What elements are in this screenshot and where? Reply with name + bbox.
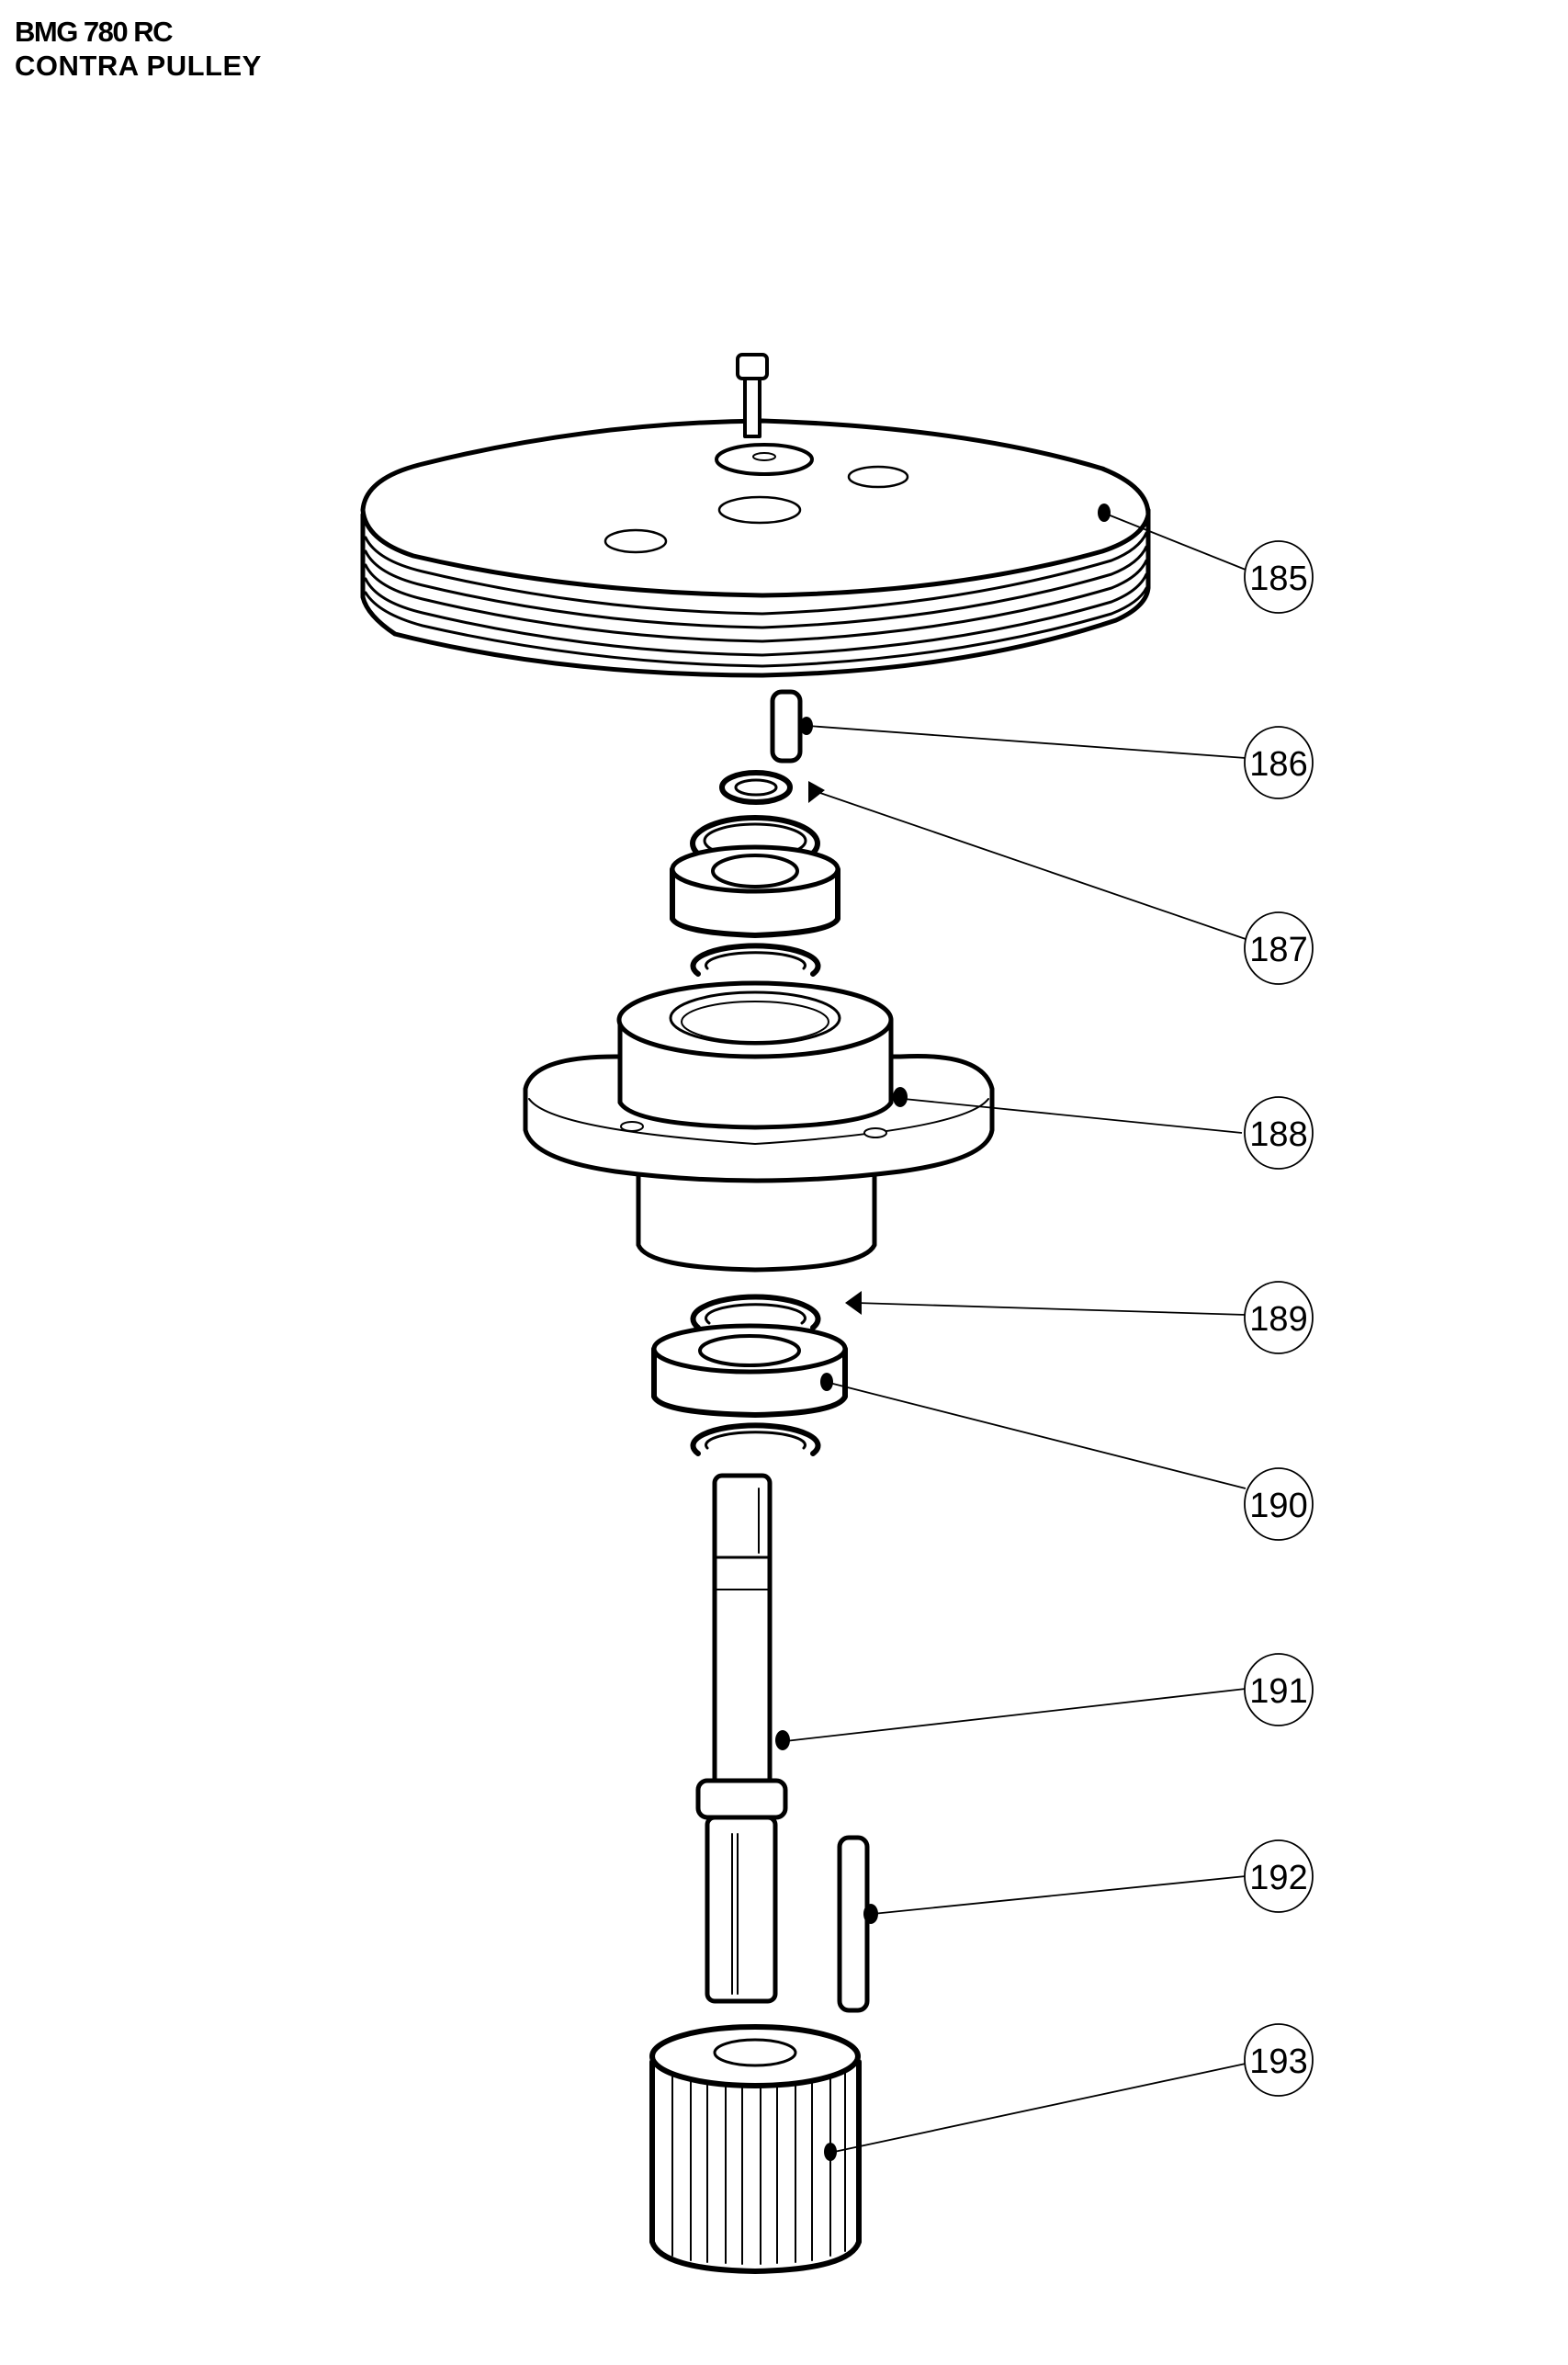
bearing-190	[651, 1323, 848, 1418]
key-192	[837, 1835, 870, 2013]
assembly-label: CONTRA PULLEY	[15, 50, 262, 83]
circlip-lower	[690, 1422, 821, 1456]
leader-lines	[784, 514, 1247, 2153]
svg-text:193: 193	[1249, 2042, 1307, 2081]
callout-190[interactable]: 190	[1244, 1467, 1314, 1541]
model-label: BMG 780 RC	[15, 16, 174, 48]
diagram-title: BMG 780 RC CONTRA PULLEY	[15, 15, 262, 83]
housing-188	[523, 980, 995, 1273]
circlip-189	[690, 1294, 821, 1330]
toothed-pulley-193	[649, 2024, 862, 2274]
pulley-185	[360, 353, 1151, 678]
callout-188[interactable]: 188	[1244, 1096, 1314, 1170]
svg-text:187: 187	[1249, 931, 1307, 969]
callout-186[interactable]: 186	[1244, 726, 1314, 799]
svg-text:191: 191	[1249, 1672, 1307, 1711]
leader-anchors	[775, 504, 1111, 2161]
svg-text:190: 190	[1249, 1487, 1307, 1525]
ring-187	[719, 770, 793, 805]
svg-text:186: 186	[1249, 745, 1307, 784]
svg-text:192: 192	[1249, 1859, 1307, 1897]
callout-187[interactable]: 187	[1244, 911, 1314, 985]
callout-192[interactable]: 192	[1244, 1839, 1314, 1913]
circlip-2	[690, 943, 821, 977]
callout-191[interactable]: 191	[1244, 1653, 1314, 1726]
shaft-191	[695, 1473, 788, 2004]
callout-193[interactable]: 193	[1244, 2023, 1314, 2097]
svg-text:189: 189	[1249, 1300, 1307, 1339]
callout-189[interactable]: 189	[1244, 1281, 1314, 1354]
upper-bearing	[670, 844, 840, 938]
svg-text:185: 185	[1249, 560, 1307, 598]
callout-185[interactable]: 185	[1244, 540, 1314, 614]
key-186	[770, 689, 803, 764]
svg-text:188: 188	[1249, 1115, 1307, 1154]
